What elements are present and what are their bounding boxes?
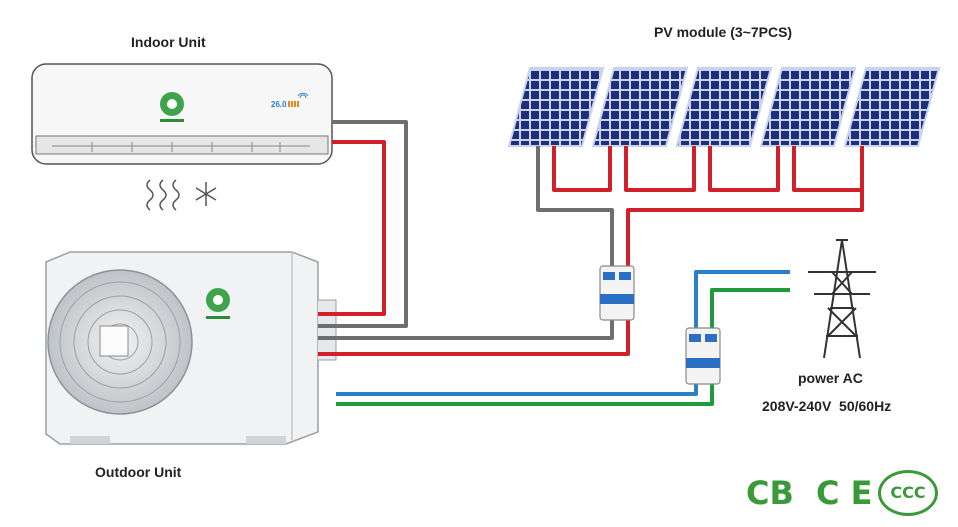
cb-certification: CB — [746, 474, 794, 512]
indoor-unit — [31, 63, 333, 165]
indoor-display-temperature: 26.0 — [271, 100, 287, 109]
breaker-icon — [599, 265, 635, 321]
pylon-icon — [808, 239, 876, 359]
leaf-logo-icon — [160, 92, 184, 122]
heat-wave-icon — [146, 179, 180, 211]
pv-panel — [507, 67, 605, 147]
ce-certification: C E — [816, 474, 873, 512]
solar-indicator-icon — [288, 101, 299, 107]
power-ac-label: power AC — [798, 370, 863, 386]
ac-live-wire — [336, 270, 790, 396]
ac-ground-wire — [336, 288, 790, 406]
indoor-unit-label: Indoor Unit — [131, 34, 206, 50]
pv-panel — [675, 67, 773, 147]
voltage-label: 208V-240V 50/60Hz — [762, 398, 892, 414]
dc-positive-wire — [318, 140, 864, 356]
ccc-certification: CCC — [878, 470, 938, 516]
ccc-certification-text: CCC — [890, 483, 926, 502]
pv-module-label: PV module (3~7PCS) — [654, 24, 793, 40]
pv-panel — [759, 67, 857, 147]
leaf-logo-icon — [206, 288, 230, 319]
outdoor-unit — [45, 251, 337, 445]
breaker-icon — [685, 327, 721, 385]
dc-negative-wire — [318, 120, 614, 340]
pv-panel — [843, 67, 941, 147]
snowflake-icon — [195, 182, 217, 206]
outdoor-unit-label: Outdoor Unit — [95, 464, 182, 480]
wifi-icon — [297, 92, 309, 99]
pv-panel — [591, 67, 689, 147]
